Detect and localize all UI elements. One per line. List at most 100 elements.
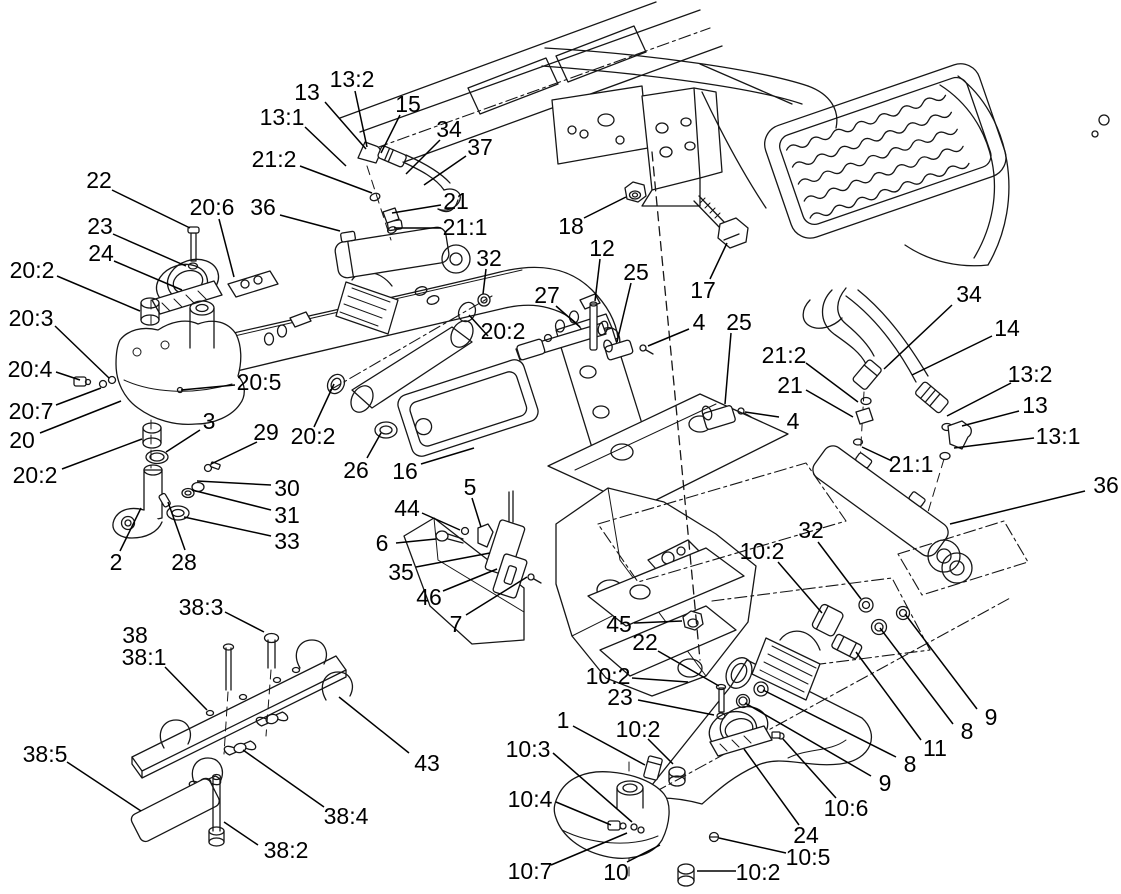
leader-line [861, 446, 893, 462]
leader-line [167, 501, 186, 551]
leader-line [946, 382, 1012, 417]
tie-down-bar-kit [130, 632, 353, 847]
leader-line [777, 561, 823, 614]
leader-line [210, 441, 258, 465]
leader-line [191, 489, 272, 511]
callout-9: 9 [879, 770, 892, 796]
callout-6: 6 [376, 530, 389, 556]
steering-cylinder-right [812, 445, 1029, 596]
leader-line [626, 844, 661, 863]
leader-line [112, 233, 187, 267]
callout-10:5: 10:5 [786, 844, 831, 870]
callout-24: 24 [793, 822, 819, 848]
callout-44: 44 [394, 495, 420, 521]
leader-line [324, 101, 367, 150]
callout-27: 27 [534, 282, 560, 308]
callout-32: 32 [798, 517, 824, 543]
callout-20:5: 20:5 [237, 369, 282, 395]
frame-weight-box [397, 359, 539, 457]
step-assembly [764, 63, 1110, 267]
callout-10:4: 10:4 [508, 786, 553, 812]
callout-10:2: 10:2 [586, 663, 631, 689]
callout-45: 45 [606, 611, 632, 637]
callout-29: 29 [253, 419, 279, 445]
leader-line [468, 314, 489, 337]
pivot-tube [326, 293, 493, 439]
callout-35: 35 [388, 559, 414, 585]
callout-11: 11 [923, 735, 947, 761]
callout-8: 8 [904, 751, 917, 777]
tie-rod-group [515, 301, 752, 430]
callout-22: 22 [86, 167, 112, 193]
leader-line [572, 725, 646, 766]
leader-line [583, 196, 627, 219]
leader-line [180, 384, 236, 391]
callout-38:5: 38:5 [23, 741, 68, 767]
callout-37: 37 [467, 134, 493, 160]
leader-line [66, 761, 142, 812]
leader-line [423, 155, 467, 186]
callout-38: 38 [122, 622, 148, 648]
callout-20:7: 20:7 [9, 398, 54, 424]
callout-14: 14 [994, 315, 1020, 341]
leader-line [164, 666, 208, 711]
leader-line [594, 258, 601, 302]
callout-21: 21 [777, 372, 803, 398]
leader-line [279, 214, 341, 232]
callout-9: 9 [985, 704, 998, 730]
leader-line [616, 282, 632, 343]
callout-21:1: 21:1 [443, 214, 488, 240]
callout-20:3: 20:3 [9, 305, 54, 331]
leader-line [471, 497, 482, 528]
callout-34: 34 [436, 116, 462, 142]
frame-rails-top-left [339, 1, 723, 163]
leader-line [224, 611, 265, 633]
leader-line [111, 189, 191, 229]
callout-21: 21 [443, 188, 469, 214]
leader-line [709, 242, 728, 280]
leader-line [165, 429, 201, 453]
callout-21:1: 21:1 [889, 451, 934, 477]
leader-line [647, 738, 674, 765]
callout-46: 46 [416, 584, 442, 610]
leader-line [647, 328, 690, 347]
hydraulic-hoses-right [802, 287, 972, 513]
latch-bracket-group [435, 490, 542, 599]
callout-43: 43 [414, 750, 440, 776]
leader-line [183, 516, 272, 537]
callout-12: 12 [589, 235, 615, 261]
frame-center-bracket [541, 47, 838, 249]
leader-line [555, 305, 581, 328]
leader-line [817, 541, 862, 600]
leader-line [415, 552, 491, 568]
construction-lines [597, 151, 847, 661]
callout-10:2: 10:2 [616, 716, 661, 742]
callout-13:1: 13:1 [260, 104, 305, 130]
callout-8: 8 [961, 718, 974, 744]
frame-casting [403, 313, 789, 697]
leader-line [299, 165, 373, 194]
callout-23: 23 [87, 213, 113, 239]
leader-line [743, 748, 800, 826]
callout-25: 25 [623, 259, 649, 285]
callout-30: 30 [274, 475, 300, 501]
leader-line [631, 677, 689, 683]
callout-17: 17 [690, 277, 716, 303]
callout-34: 34 [956, 281, 982, 307]
callout-18: 18 [558, 213, 584, 239]
leader-line [405, 139, 441, 175]
leader-line [782, 738, 837, 799]
leader-line [380, 114, 401, 154]
leader-line [637, 699, 715, 716]
leader-line [55, 371, 81, 381]
callout-22: 22 [632, 629, 658, 655]
callout-13:2: 13:2 [1008, 361, 1053, 387]
leader-line [762, 689, 897, 758]
leader-line [550, 832, 628, 866]
callout-20:6: 20:6 [190, 194, 235, 220]
leader-line [223, 821, 259, 846]
leader-line [442, 568, 498, 592]
